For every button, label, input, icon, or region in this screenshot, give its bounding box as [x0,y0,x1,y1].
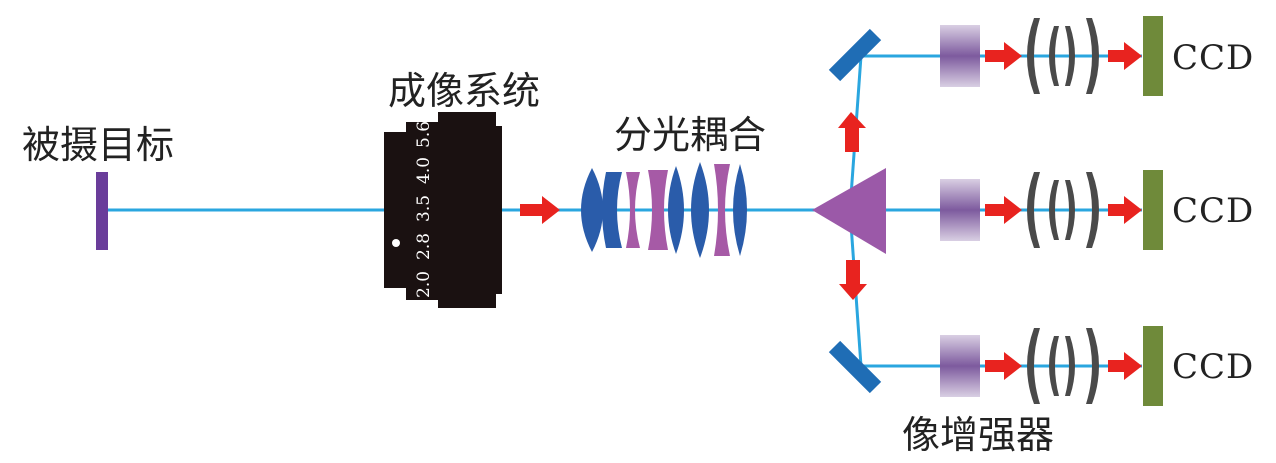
lens-element [626,172,640,248]
lens-barrel [406,122,440,300]
ccd-sensor [1143,170,1163,250]
relay-lens-icon [1086,18,1099,94]
lens-element [733,164,747,256]
arrow-right [985,42,1022,70]
arrow-right [1108,196,1142,224]
camera-lens: 2.0 2.8 3.5 4.0 5.6 [384,112,502,308]
lens-front-ring [494,126,502,294]
relay-lens-icon [1049,180,1059,240]
image-intensifier [940,335,980,397]
relay-lens-icon [1086,172,1099,248]
upper-mirror [828,28,882,82]
image-intensifier [940,25,980,87]
f-number: 3.5 [414,195,434,222]
ccd-sensor [1143,16,1163,96]
f-number: 5.6 [414,121,434,148]
ccd-label: CCD [1172,347,1254,387]
ccd-label: CCD [1172,191,1254,231]
lens-element [714,164,730,256]
target-label: 被摄目标 [22,123,174,167]
lens-element [691,162,709,258]
intensifier-label: 像增强器 [902,413,1054,457]
relay-lens-icon [1065,180,1075,240]
splitting-prism [812,168,886,254]
aperture-index-dot [392,239,400,247]
lens-element [602,172,622,248]
lens-element [648,170,668,250]
relay-lens-icon [1065,336,1075,396]
lens-rear-ring [384,132,410,288]
arrow-down [839,260,867,300]
f-number: 2.0 [414,271,434,298]
arrow-right [985,352,1022,380]
arrow-right [985,196,1022,224]
relay-lens-icon [1086,328,1099,404]
channel-middle: CCD [940,170,1254,250]
channel-lower: CCD [940,326,1254,406]
coupling-lens-group [581,162,747,258]
arrow-right [1108,42,1142,70]
f-number: 2.8 [414,233,434,260]
relay-lens-icon [1027,172,1040,248]
imaging-system-label: 成像系统 [388,69,540,113]
arrow-right [1108,352,1142,380]
lens-body [438,112,496,308]
relay-lens-icon [1065,26,1075,86]
relay-lens-icon [1027,328,1040,404]
image-intensifier [940,179,980,241]
relay-lens-icon [1049,336,1059,396]
relay-lens-icon [1027,18,1040,94]
arrow-up [838,112,866,152]
ccd-label: CCD [1172,38,1254,78]
aperture-scale: 2.0 2.8 3.5 4.0 5.6 [414,121,434,298]
lower-mirror [828,340,882,394]
relay-lens-icon [1049,26,1059,86]
arrow-right [520,196,560,224]
target-bar [96,172,108,250]
channel-upper: CCD [940,16,1254,96]
ccd-sensor [1143,326,1163,406]
beam-splitter-label: 分光耦合 [614,113,766,157]
lens-element [668,166,684,254]
lens-element [581,168,603,252]
f-number: 4.0 [414,157,434,184]
